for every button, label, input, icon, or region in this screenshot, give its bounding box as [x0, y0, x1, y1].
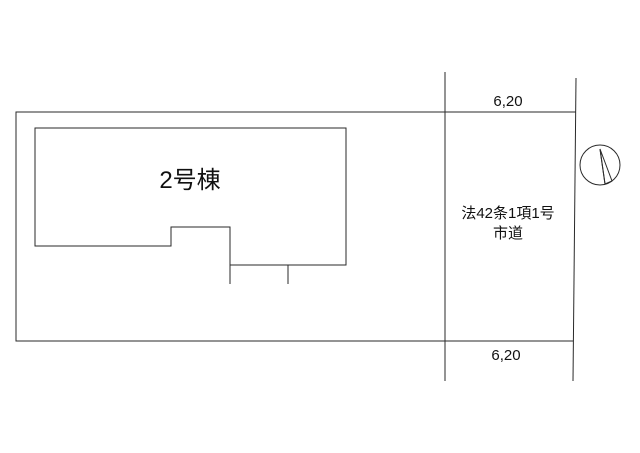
road-type-label: 市道 — [493, 225, 523, 242]
road-width-top: 6,20 — [493, 93, 522, 110]
road-width-bottom: 6,20 — [491, 347, 520, 364]
building-label: 2号棟 — [159, 167, 220, 194]
north-arrow-icon — [579, 144, 621, 186]
building-outline — [34, 127, 347, 266]
road-classification-label: 法42条1項1号 — [461, 205, 554, 222]
road-edge-east — [572, 77, 577, 382]
